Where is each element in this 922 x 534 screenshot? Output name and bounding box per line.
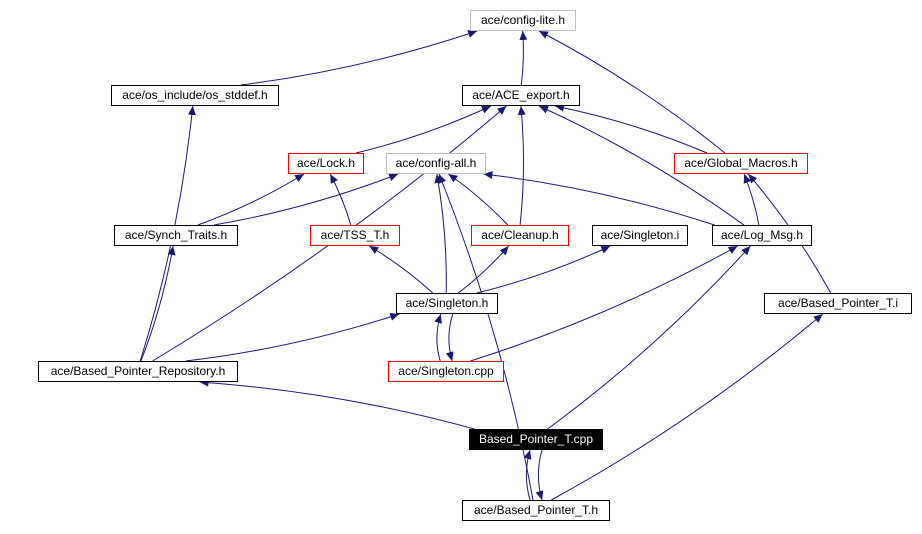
edge-lock-to-ace_export bbox=[355, 105, 492, 154]
node-synch-traits-h[interactable]: ace/Synch_Traits.h bbox=[114, 225, 238, 246]
edge-bp_repository-to-synch_traits bbox=[140, 245, 176, 362]
edge-bp_t_cpp-to-log_msg bbox=[547, 245, 751, 430]
node-log-msg-h[interactable]: ace/Log_Msg.h bbox=[712, 225, 812, 246]
edge-bp_repository-to-singleton_h bbox=[185, 312, 400, 362]
edge-cleanup-to-config_all bbox=[448, 173, 509, 226]
edge-cleanup-to-ace_export bbox=[517, 105, 526, 226]
edge-log_msg-to-global_macros bbox=[743, 173, 760, 226]
node-lock-h[interactable]: ace/Lock.h bbox=[288, 153, 364, 174]
edge-ace_export-to-config_lite bbox=[519, 30, 528, 86]
edge-bp_t_h-to-bp_t_cpp bbox=[523, 449, 532, 501]
edge-log_msg-to-config_all bbox=[483, 171, 715, 226]
edge-synch_traits-to-config_all bbox=[213, 173, 399, 226]
edge-singleton_h-to-singleton_i bbox=[476, 245, 611, 294]
edge-bp_t_h-to-config_all bbox=[438, 173, 534, 501]
node-based-pointer-repository-h[interactable]: ace/Based_Pointer_Repository.h bbox=[38, 361, 238, 382]
edge-singleton_h-to-cleanup bbox=[457, 245, 510, 294]
edge-global_macros-to-config_lite bbox=[538, 30, 726, 154]
node-cleanup-h[interactable]: ace/Cleanup.h bbox=[471, 225, 569, 246]
node-config-all-h[interactable]: ace/config-all.h bbox=[386, 153, 486, 174]
node-os-stddef-h[interactable]: ace/os_include/os_stddef.h bbox=[111, 85, 279, 106]
node-based-pointer-t-cpp[interactable]: Based_Pointer_T.cpp bbox=[469, 429, 603, 450]
node-ace-export-h[interactable]: ace/ACE_export.h bbox=[462, 85, 580, 106]
edge-bp_t_cpp-to-bp_repository bbox=[199, 378, 475, 430]
node-singleton-i[interactable]: ace/Singleton.i bbox=[592, 225, 688, 246]
edge-synch_traits-to-lock bbox=[197, 173, 305, 226]
edge-log_msg-to-ace_export bbox=[538, 105, 745, 226]
node-config-lite-h[interactable]: ace/config-lite.h bbox=[470, 10, 576, 31]
edge-singleton_h-to-tss_t bbox=[368, 245, 434, 294]
edge-tss_t-to-lock bbox=[329, 173, 352, 226]
edge-singleton_cpp-to-singleton_h bbox=[434, 313, 442, 362]
node-singleton-h[interactable]: ace/Singleton.h bbox=[396, 293, 498, 314]
node-singleton-cpp[interactable]: ace/Singleton.cpp bbox=[388, 361, 504, 382]
edge-global_macros-to-ace_export bbox=[554, 103, 708, 154]
edge-os_stddef-to-config_lite bbox=[240, 30, 478, 86]
edge-bp_t_h-to-based_pointer_t_i bbox=[551, 313, 824, 501]
node-based-pointer-t-h[interactable]: ace/Based_Pointer_T.h bbox=[462, 500, 610, 521]
node-based-pointer-t-i[interactable]: ace/Based_Pointer_T.i bbox=[764, 293, 912, 314]
edge-singleton_h-to-singleton_cpp bbox=[445, 313, 454, 362]
node-tss-t-h[interactable]: ace/TSS_T.h bbox=[310, 225, 400, 246]
node-global-macros-h[interactable]: ace/Global_Macros.h bbox=[674, 153, 808, 174]
edge-singleton_cpp-to-log_msg bbox=[470, 245, 738, 362]
edge-singleton_h-to-config_all bbox=[434, 173, 447, 294]
edge-bp_t_cpp-to-bp_t_h bbox=[535, 449, 544, 501]
